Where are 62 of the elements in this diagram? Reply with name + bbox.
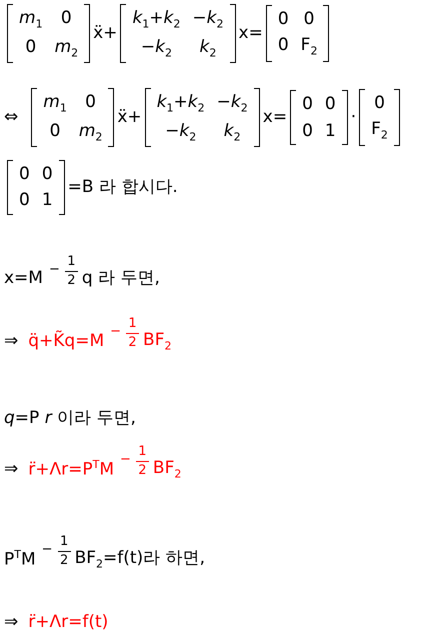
math-text: x=M <box>4 268 43 288</box>
minus-sign: − <box>120 452 131 468</box>
math-text: BF$_{2}$ <box>152 458 182 481</box>
implication-symbol: ⇒ <box>4 459 18 480</box>
math-text: BF$_{2}$ <box>143 330 172 353</box>
matrix-entry: m$_{2}$ <box>78 120 102 144</box>
denominator: 2 <box>128 334 137 350</box>
denominator: 2 <box>67 272 76 288</box>
matrix-entry: F$_{2}$ <box>300 35 318 58</box>
matrix-entry: 0 <box>50 120 60 143</box>
math-text: =B 라 합시다. <box>68 177 178 198</box>
minus-sign: − <box>110 324 122 340</box>
math-text: q 라 두면, <box>82 268 160 288</box>
matrix-entry: 0 <box>60 8 72 30</box>
matrix-entry: 1 <box>324 120 336 141</box>
implication-symbol: ⇒ <box>4 331 18 352</box>
denominator: 2 <box>60 552 68 568</box>
matrix-entry: m$_{1}$ <box>43 92 67 115</box>
denominator: 2 <box>138 462 147 478</box>
math-text: x= <box>238 23 263 44</box>
matrix-entry: 0 <box>25 36 36 59</box>
math-text: ẍ+ <box>93 23 118 44</box>
matrix-entry: 1 <box>42 190 53 211</box>
dot-operator: · <box>350 107 356 128</box>
matrix-entry: 0 <box>85 92 96 114</box>
minus-sign: − <box>48 262 60 278</box>
matrix-entry: k$_{2}$ <box>224 120 241 144</box>
numerator: 1 <box>60 534 68 550</box>
numerator: 1 <box>128 316 137 332</box>
matrix-entry: −k$_{2}$ <box>140 36 172 60</box>
math-text: q=P r 이라 두면, <box>4 408 136 428</box>
matrix-entry: m$_{2}$ <box>54 36 78 60</box>
math-text: x= <box>262 107 288 128</box>
matrix-entry: 0 <box>19 164 30 184</box>
math-text: r̈+Λr=P$^{T}$M <box>28 458 114 480</box>
matrix-entry: 0 <box>304 9 314 30</box>
math-text: BF$_{2}$=f(t)라 하면, <box>74 548 205 571</box>
matrix-entry: −k$_{2}$ <box>216 92 248 115</box>
matrix-entry: 0 <box>374 93 385 114</box>
matrix-entry: 0 <box>19 190 30 211</box>
implication-symbol: ⇒ <box>4 612 18 632</box>
implication-symbol: ⇔ <box>4 107 18 128</box>
matrix-entry: −k$_{2}$ <box>192 8 224 31</box>
matrix-entry: k$_{1}$+k$_{2}$ <box>132 8 180 31</box>
matrix-entry: k$_{2}$ <box>200 36 216 60</box>
matrix-entry: −k$_{2}$ <box>165 120 196 144</box>
matrix-entry: 0 <box>42 164 53 184</box>
matrix-entry: 0 <box>278 9 289 30</box>
matrix-entry: 0 <box>302 120 313 141</box>
matrix-entry: 0 <box>302 94 313 115</box>
matrix-entry: 0 <box>278 35 289 58</box>
math-text: ẍ+ <box>117 107 142 128</box>
matrix-entry: 0 <box>324 94 336 115</box>
matrix-entry: m$_{1}$ <box>19 8 43 31</box>
math-text: P$^{T}$M <box>4 548 36 570</box>
math-text: r̈+Λr=f(t) <box>28 612 108 632</box>
numerator: 1 <box>138 444 147 460</box>
numerator: 1 <box>67 254 76 270</box>
math-text: q̈+K̃q=M <box>28 331 104 352</box>
matrix-entry: F$_{2}$ <box>371 119 388 142</box>
minus-sign: − <box>42 542 53 558</box>
matrix-entry: k$_{1}$+k$_{2}$ <box>156 92 205 115</box>
